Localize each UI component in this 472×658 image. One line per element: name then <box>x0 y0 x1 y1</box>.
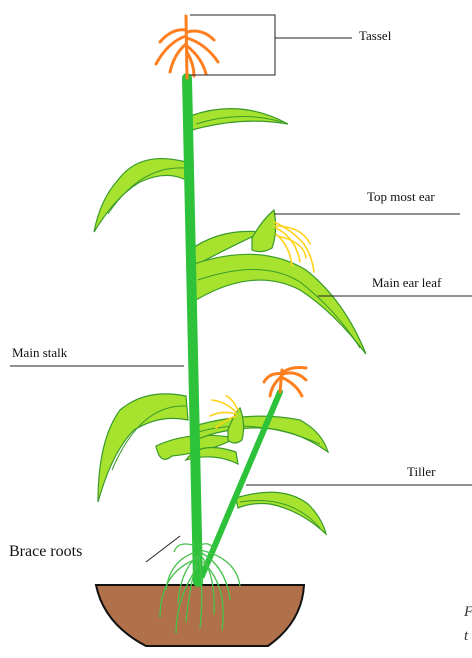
leaves <box>94 109 366 534</box>
label-main-ear-leaf: Main ear leaf <box>372 275 442 290</box>
tiller-leaf-right <box>236 492 326 534</box>
leaf-upper-left <box>94 159 186 232</box>
tiller-tassel <box>264 368 306 397</box>
label-brace-roots: Brace roots <box>9 543 82 560</box>
label-main-stalk: Main stalk <box>12 345 68 360</box>
label-top-most-ear: Top most ear <box>367 189 435 204</box>
main-tassel <box>156 16 218 78</box>
soil-pot <box>96 585 304 646</box>
label-tassel: Tassel <box>359 28 392 43</box>
main-ear-leaf <box>194 254 366 354</box>
cutoff-text-2: t <box>464 628 469 644</box>
label-tiller: Tiller <box>407 464 436 479</box>
top-most-ear <box>252 210 276 252</box>
cutoff-text-1: F <box>463 604 472 620</box>
main-stalk <box>187 78 198 582</box>
